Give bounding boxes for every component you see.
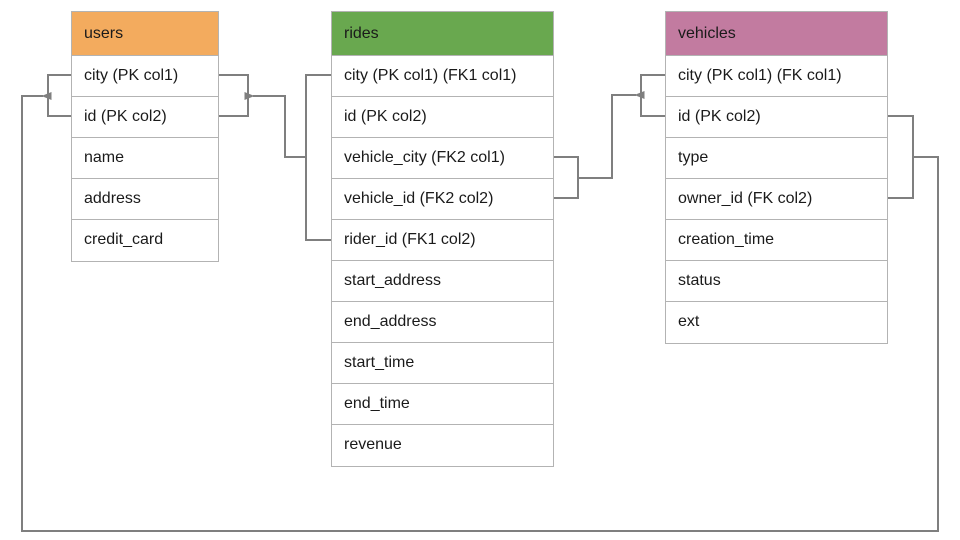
- table-rides-header: rides: [332, 12, 553, 56]
- table-rides-column-end-address[interactable]: end_address: [332, 302, 553, 343]
- table-rides-column-start-time[interactable]: start_time: [332, 343, 553, 384]
- table-users-column-id[interactable]: id (PK col2): [72, 97, 218, 138]
- table-rides-column-end-time[interactable]: end_time: [332, 384, 553, 425]
- connector-rides-fk2-to-vehicles: [578, 91, 645, 179]
- table-rides-column-vehicle-city[interactable]: vehicle_city (FK2 col1): [332, 138, 553, 179]
- table-vehicles[interactable]: vehicles city (PK col1) (FK col1) id (PK…: [665, 11, 888, 344]
- connector-rides-left-bracket: [305, 74, 331, 241]
- table-users[interactable]: users city (PK col1) id (PK col2) name a…: [71, 11, 219, 262]
- connector-users-left-bracket: [47, 74, 71, 117]
- table-vehicles-header: vehicles: [666, 12, 887, 56]
- connector-vehicles-left-bracket: [640, 74, 665, 117]
- connector-rides-right-bracket: [554, 156, 579, 199]
- table-vehicles-column-status[interactable]: status: [666, 261, 887, 302]
- table-users-column-city[interactable]: city (PK col1): [72, 56, 218, 97]
- table-vehicles-column-owner-id[interactable]: owner_id (FK col2): [666, 179, 887, 220]
- table-users-column-address[interactable]: address: [72, 179, 218, 220]
- table-rides-column-id[interactable]: id (PK col2): [332, 97, 553, 138]
- connector-vehicles-right-bracket: [888, 115, 914, 199]
- table-rides[interactable]: rides city (PK col1) (FK1 col1) id (PK c…: [331, 11, 554, 467]
- table-users-column-name[interactable]: name: [72, 138, 218, 179]
- connector-users-right-bracket: [219, 74, 249, 117]
- table-users-header: users: [72, 12, 218, 56]
- table-rides-column-start-address[interactable]: start_address: [332, 261, 553, 302]
- table-rides-column-vehicle-id[interactable]: vehicle_id (FK2 col2): [332, 179, 553, 220]
- table-vehicles-column-type[interactable]: type: [666, 138, 887, 179]
- table-rides-column-city[interactable]: city (PK col1) (FK1 col1): [332, 56, 553, 97]
- table-vehicles-column-creation-time[interactable]: creation_time: [666, 220, 887, 261]
- table-rides-column-revenue[interactable]: revenue: [332, 425, 553, 466]
- connector-rides-fk1-to-users: [244, 92, 306, 158]
- table-rides-column-rider-id[interactable]: rider_id (FK1 col2): [332, 220, 553, 261]
- table-vehicles-column-id[interactable]: id (PK col2): [666, 97, 887, 138]
- table-vehicles-column-ext[interactable]: ext: [666, 302, 887, 343]
- table-vehicles-column-city[interactable]: city (PK col1) (FK col1): [666, 56, 887, 97]
- table-users-column-credit-card[interactable]: credit_card: [72, 220, 218, 261]
